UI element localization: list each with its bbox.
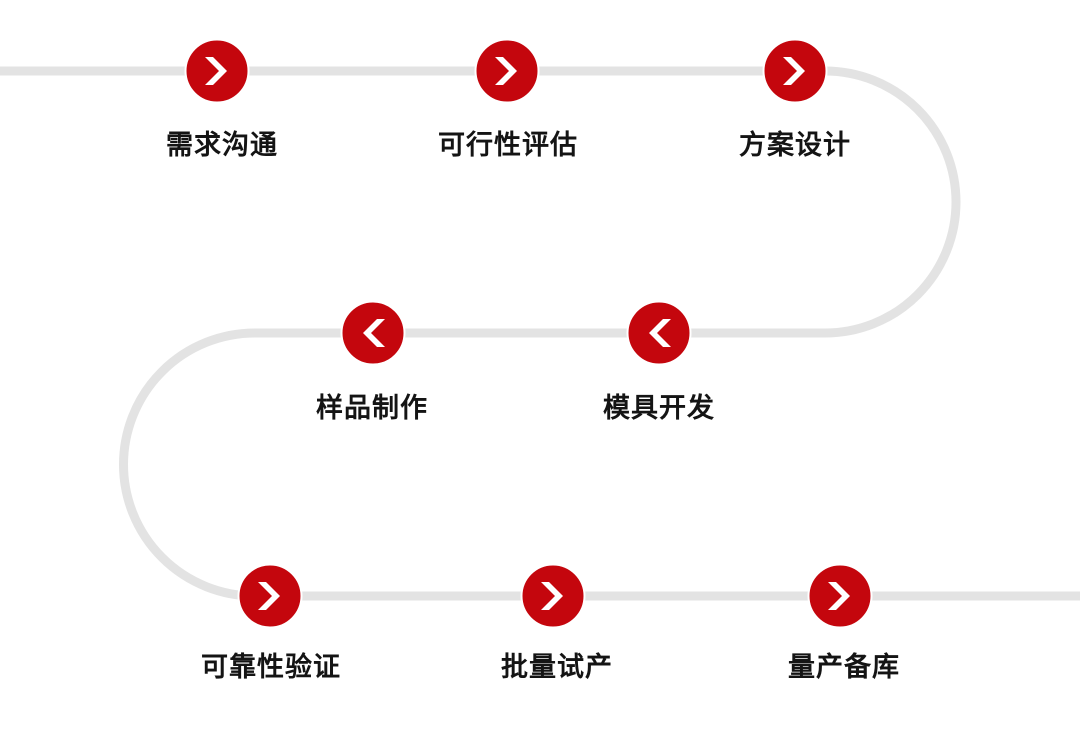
step-label-7: 批量试产 bbox=[501, 652, 613, 683]
step-node-6 bbox=[237, 563, 303, 629]
chevron-left-icon bbox=[626, 300, 692, 366]
serpentine-track-line bbox=[0, 66, 1080, 601]
step-node-7 bbox=[520, 563, 586, 629]
step-label-4: 模具开发 bbox=[603, 393, 715, 424]
step-label-8: 量产备库 bbox=[788, 652, 900, 683]
chevron-right-icon bbox=[184, 38, 250, 104]
step-label-2: 可行性评估 bbox=[438, 130, 578, 161]
step-node-2 bbox=[474, 38, 540, 104]
chevron-right-icon bbox=[520, 563, 586, 629]
chevron-right-icon bbox=[807, 563, 873, 629]
step-label-3: 方案设计 bbox=[739, 130, 851, 161]
step-node-5 bbox=[340, 300, 406, 366]
chevron-right-icon bbox=[474, 38, 540, 104]
step-label-5: 样品制作 bbox=[316, 393, 428, 424]
step-node-4 bbox=[626, 300, 692, 366]
chevron-right-icon bbox=[237, 563, 303, 629]
step-label-1: 需求沟通 bbox=[166, 130, 278, 161]
chevron-right-icon bbox=[762, 38, 828, 104]
step-node-1 bbox=[184, 38, 250, 104]
step-label-6: 可靠性验证 bbox=[201, 652, 341, 683]
step-node-8 bbox=[807, 563, 873, 629]
chevron-left-icon bbox=[340, 300, 406, 366]
step-node-3 bbox=[762, 38, 828, 104]
